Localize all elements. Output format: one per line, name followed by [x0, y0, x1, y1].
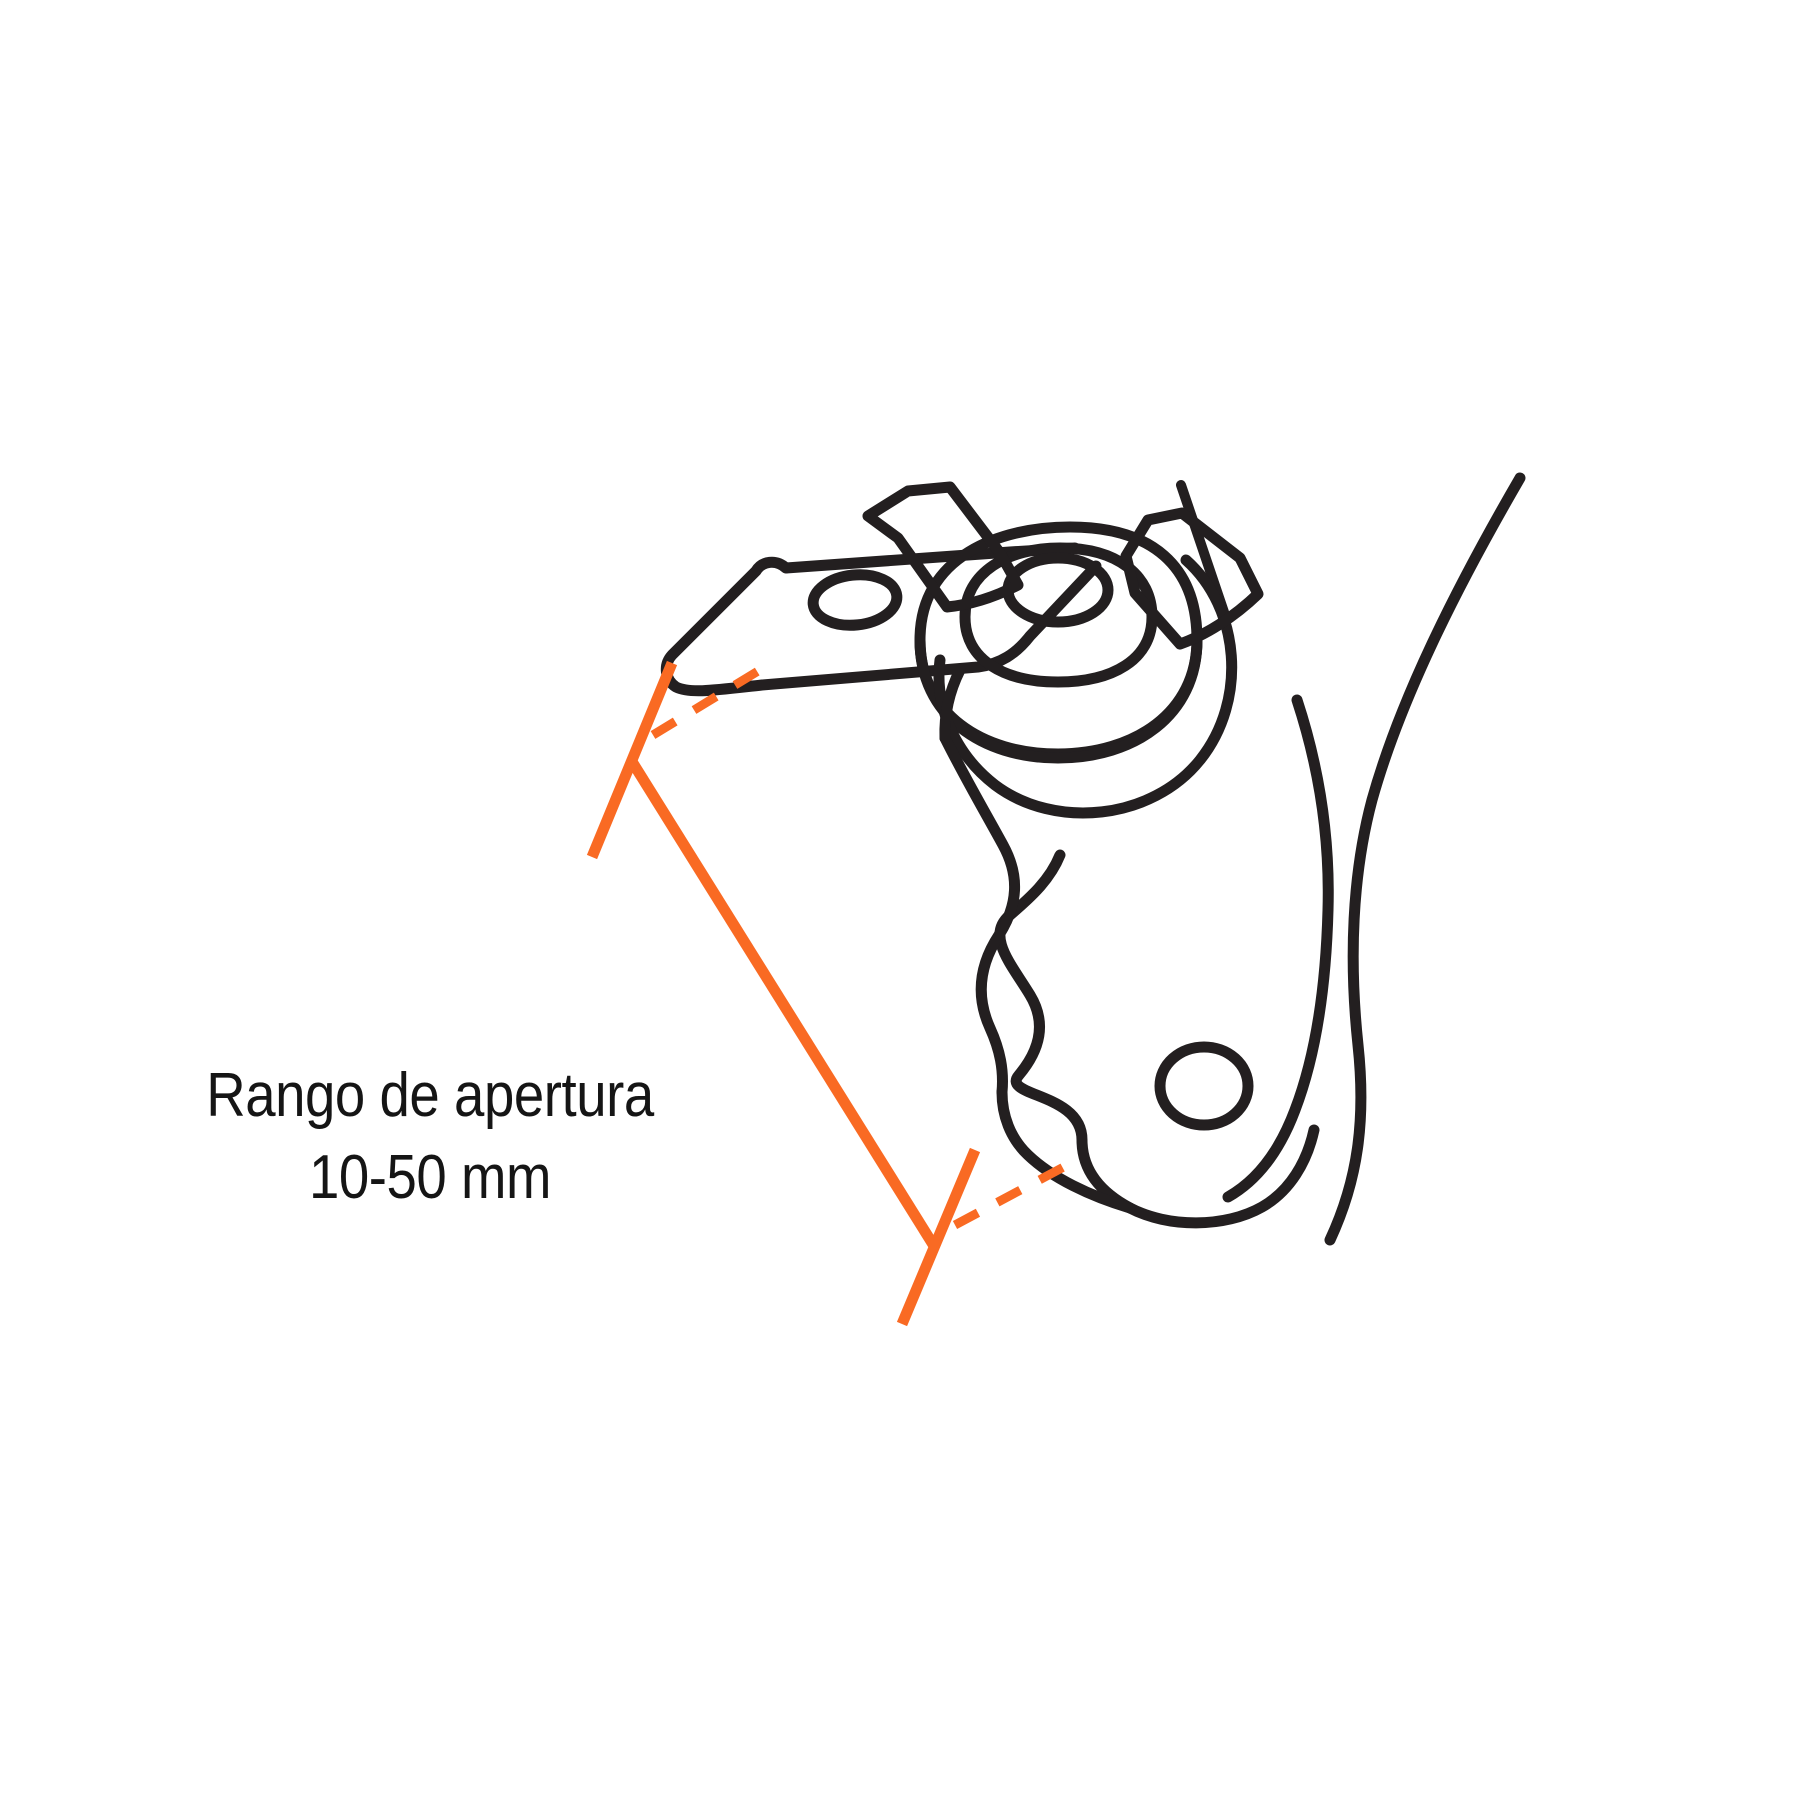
- dimension-tick-bottom: [896, 1147, 981, 1327]
- dimension-label: Rango de apertura 10-50 mm: [166, 1055, 694, 1220]
- dimension-tick-top: [586, 660, 678, 860]
- dimension-annotation: [586, 660, 1076, 1327]
- lower-jaw-round-hole: [1154, 1041, 1254, 1131]
- dimension-label-line-2: 10-50 mm: [308, 1143, 552, 1213]
- upper-pad-linkage: [939, 664, 966, 744]
- wing-nut-left-wing: [862, 481, 1024, 613]
- clamp-head-circle: [933, 554, 1238, 819]
- upper-jaw-pad: [660, 556, 1102, 697]
- dimension-extension-line-bottom: [952, 1158, 1076, 1229]
- dimension-line: [626, 757, 939, 1249]
- tool-drawing: [660, 472, 1526, 1246]
- dimension-label-line-1: Rango de apertura: [206, 1061, 654, 1130]
- right-arm-contour: [1222, 694, 1334, 1203]
- dimension-extension-line-top: [650, 661, 771, 739]
- wing-nut-right-wing: [1120, 507, 1264, 650]
- lower-jaw-left-edge: [996, 1086, 1136, 1214]
- jaw-linkage-scurve: [939, 732, 1020, 1098]
- upper-jaw-oval-hole: [807, 569, 903, 631]
- right-handle: [1324, 472, 1526, 1246]
